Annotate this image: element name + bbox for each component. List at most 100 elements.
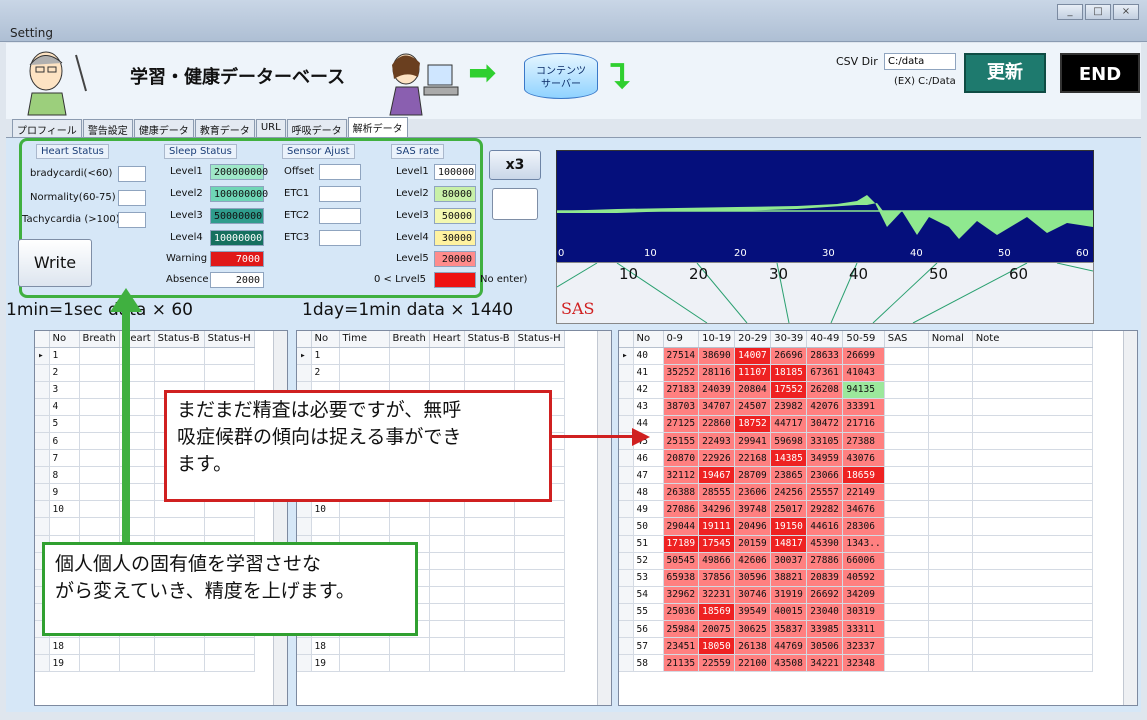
- tab-alert-settings[interactable]: 警告設定: [82, 119, 133, 137]
- table-cell[interactable]: [884, 586, 929, 604]
- table-cell[interactable]: 44769: [770, 637, 808, 656]
- table-cell[interactable]: 6: [49, 432, 80, 451]
- table-cell[interactable]: [972, 552, 1093, 570]
- table-cell[interactable]: 10: [311, 500, 340, 519]
- table-cell[interactable]: 26208: [806, 381, 844, 399]
- table-cell[interactable]: [884, 569, 929, 587]
- table-cell[interactable]: [884, 415, 929, 433]
- table-cell[interactable]: [884, 552, 929, 570]
- table-cell[interactable]: [928, 415, 973, 433]
- table-cell[interactable]: [884, 654, 929, 673]
- table-cell[interactable]: 25984: [663, 620, 700, 639]
- table-cell[interactable]: 14385: [770, 449, 808, 468]
- grid-seconds-scrollbar[interactable]: [273, 331, 287, 705]
- table-cell[interactable]: 23451: [663, 637, 700, 656]
- sas-level5-input[interactable]: 20000: [434, 251, 476, 267]
- table-cell[interactable]: 59698: [770, 432, 808, 451]
- table-cell[interactable]: [339, 654, 390, 673]
- table-cell[interactable]: 28306: [842, 517, 885, 536]
- table-cell[interactable]: [928, 569, 973, 587]
- table-cell[interactable]: [79, 500, 120, 519]
- table-cell[interactable]: 26699: [842, 347, 885, 365]
- row-selector[interactable]: [619, 517, 634, 536]
- table-cell[interactable]: 44: [633, 415, 664, 433]
- table-cell[interactable]: 19467: [698, 466, 736, 485]
- table-cell[interactable]: [514, 620, 565, 639]
- table-cell[interactable]: 66006: [842, 552, 885, 570]
- table-cell[interactable]: [928, 517, 973, 536]
- sas-level2-input[interactable]: 80000: [434, 186, 476, 202]
- table-cell[interactable]: 19150: [770, 517, 808, 536]
- row-selector[interactable]: [35, 483, 50, 502]
- table-cell[interactable]: 23606: [734, 483, 772, 502]
- table-cell[interactable]: [79, 654, 120, 673]
- table-cell[interactable]: [928, 654, 973, 673]
- sleep-level1-input[interactable]: 200000000: [210, 164, 268, 180]
- end-button[interactable]: END: [1060, 53, 1140, 93]
- table-cell[interactable]: [928, 466, 973, 485]
- table-cell[interactable]: 42: [633, 381, 664, 399]
- column-header[interactable]: Status-H: [204, 331, 255, 348]
- table-cell[interactable]: [389, 517, 430, 536]
- table-cell[interactable]: 22493: [698, 432, 736, 451]
- table-row[interactable]: 2: [35, 364, 255, 382]
- table-row[interactable]: 18: [35, 637, 255, 656]
- table-cell[interactable]: [154, 517, 205, 536]
- table-cell[interactable]: 43076: [842, 449, 885, 468]
- sas-level4-input[interactable]: 30000: [434, 230, 476, 246]
- table-cell[interactable]: [464, 364, 515, 382]
- table-cell[interactable]: [884, 398, 929, 416]
- table-cell[interactable]: 18659: [842, 466, 885, 485]
- table-cell[interactable]: [49, 517, 80, 536]
- table-cell[interactable]: [429, 517, 465, 536]
- column-header[interactable]: 10-19: [698, 331, 736, 348]
- table-cell[interactable]: 24256: [770, 483, 808, 502]
- table-cell[interactable]: [928, 432, 973, 451]
- table-cell[interactable]: 30319: [842, 603, 885, 622]
- table-cell[interactable]: 3: [49, 381, 80, 399]
- column-header[interactable]: Status-B: [154, 331, 205, 348]
- table-cell[interactable]: [972, 466, 1093, 485]
- table-row[interactable]: 19: [297, 654, 565, 673]
- table-cell[interactable]: 18: [49, 637, 80, 656]
- table-cell[interactable]: [884, 381, 929, 399]
- table-cell[interactable]: [429, 347, 465, 365]
- table-cell[interactable]: 58: [633, 654, 664, 673]
- table-cell[interactable]: [928, 483, 973, 502]
- table-cell[interactable]: [339, 637, 390, 656]
- table-cell[interactable]: 30746: [734, 586, 772, 604]
- table-cell[interactable]: [79, 347, 120, 365]
- table-cell[interactable]: [464, 347, 515, 365]
- table-cell[interactable]: [514, 586, 565, 604]
- table-row[interactable]: [35, 517, 255, 536]
- table-cell[interactable]: 56: [633, 620, 664, 639]
- table-cell[interactable]: 11107: [734, 364, 772, 382]
- table-cell[interactable]: 41: [633, 364, 664, 382]
- table-cell[interactable]: 33391: [842, 398, 885, 416]
- table-cell[interactable]: 2: [49, 364, 80, 382]
- table-cell[interactable]: 32231: [698, 586, 736, 604]
- table-cell[interactable]: 55: [633, 603, 664, 622]
- table-cell[interactable]: 38821: [770, 569, 808, 587]
- table-cell[interactable]: 23040: [806, 603, 844, 622]
- row-selector[interactable]: [619, 637, 634, 656]
- table-cell[interactable]: 44616: [806, 517, 844, 536]
- table-cell[interactable]: 38703: [663, 398, 700, 416]
- table-cell[interactable]: [79, 517, 120, 536]
- column-header[interactable]: 20-29: [734, 331, 772, 348]
- table-cell[interactable]: 20159: [734, 535, 772, 553]
- table-cell[interactable]: 29282: [806, 500, 844, 519]
- table-cell[interactable]: [464, 552, 515, 570]
- row-selector[interactable]: [35, 500, 50, 519]
- table-cell[interactable]: 14007: [734, 347, 772, 365]
- table-cell[interactable]: [884, 637, 929, 656]
- table-cell[interactable]: 47: [633, 466, 664, 485]
- table-cell[interactable]: 30506: [806, 637, 844, 656]
- table-cell[interactable]: 8: [49, 466, 80, 485]
- table-cell[interactable]: [972, 415, 1093, 433]
